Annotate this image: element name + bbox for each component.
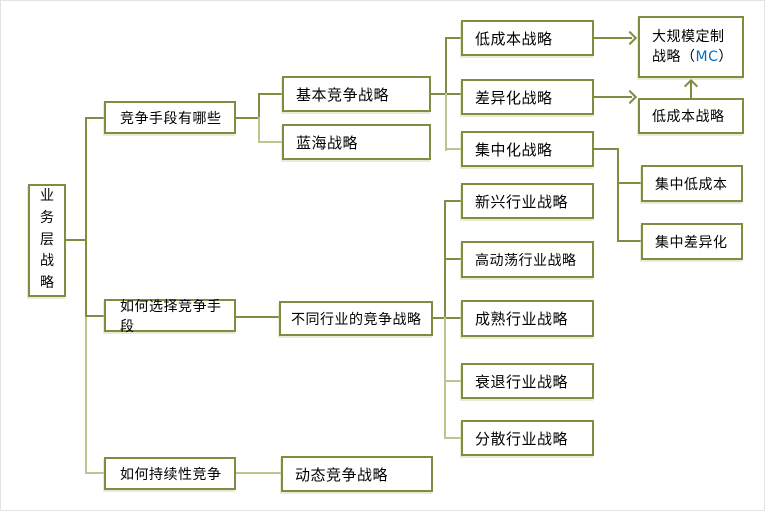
node-label: 如何持续性竞争 [120,466,222,483]
connector-line [66,239,86,241]
node-choose-competition-means[interactable]: 如何选择竞争手段 [104,299,236,335]
node-label-mc: MC [695,49,719,65]
connector-line [258,117,260,143]
node-label: 成熟行业战略 [475,310,569,328]
connector-line [444,200,461,202]
node-label-line1: 大规模定制 [652,28,725,45]
connector-line [444,437,461,439]
node-focus-differentiation[interactable]: 集中差异化 [641,223,743,260]
connector-line [617,148,619,242]
connector-line [85,317,87,474]
node-label: 集中差异化 [655,234,728,251]
connector-line [86,315,104,317]
connector-line [617,182,641,184]
node-mass-customization-strategy[interactable]: 大规模定制 战略（MC） [638,16,744,78]
connector-line [236,316,279,318]
node-industry-competitive-strategies[interactable]: 不同行业的竞争战略 [279,301,433,336]
node-mature-industry-strategy[interactable]: 成熟行业战略 [461,300,594,337]
arrowhead-up-icon [683,78,699,94]
connector-line [617,240,641,242]
node-label: 集中化战略 [475,140,553,159]
node-low-cost-strategy-secondary[interactable]: 低成本战略 [638,98,744,134]
node-fragmented-industry-strategy[interactable]: 分散行业战略 [461,420,594,456]
node-label: 动态竞争战略 [295,465,389,484]
connector-line [433,317,461,319]
node-competition-means[interactable]: 竞争手段有哪些 [104,101,236,134]
connector-line [594,148,619,150]
node-dynamic-competition-strategy[interactable]: 动态竞争战略 [281,456,433,492]
node-differentiation-strategy[interactable]: 差异化战略 [461,79,594,115]
connector-line [444,380,461,382]
arrow-line [594,37,632,39]
connector-line [444,317,446,439]
connector-line [86,117,104,119]
node-label: 集中低成本 [655,176,728,193]
node-turbulent-industry-strategy[interactable]: 高动荡行业战略 [461,241,594,278]
connector-line [258,141,282,143]
node-label: 如何选择竞争手段 [120,298,222,335]
node-label: 高动荡行业战略 [475,252,577,269]
node-low-cost-strategy[interactable]: 低成本战略 [461,20,594,56]
node-label: 业务层战略 [40,188,55,292]
arrow-line [594,96,632,98]
connector-line [236,472,281,474]
connector-line [445,37,447,95]
node-label: 不同行业的竞争战略 [291,311,422,328]
node-basic-competitive-strategy[interactable]: 基本竞争战略 [282,76,431,112]
connector-line [444,258,461,260]
arrow-line [690,82,692,98]
node-focus-strategy[interactable]: 集中化战略 [461,131,594,167]
node-label: 衰退行业战略 [475,372,569,391]
connector-line [258,93,282,95]
connector-line [85,117,87,317]
node-label: 竞争手段有哪些 [120,110,222,127]
connector-line [258,93,260,119]
node-label: 差异化战略 [475,88,553,107]
arrowhead-right-icon [622,89,638,105]
node-business-level-strategy[interactable]: 业务层战略 [28,184,66,297]
connector-line [236,117,259,119]
connector-line [445,148,461,150]
node-emerging-industry-strategy[interactable]: 新兴行业战略 [461,183,594,219]
arrowhead-right-icon [622,30,638,46]
node-label: 低成本战略 [652,109,725,125]
connector-line [445,37,461,39]
node-label-text: 战略（ [652,49,696,65]
node-focus-low-cost[interactable]: 集中低成本 [641,165,743,202]
node-label: 低成本战略 [475,29,553,48]
node-declining-industry-strategy[interactable]: 衰退行业战略 [461,363,594,399]
node-label-text: ） [718,49,733,65]
node-label: 分散行业战略 [475,429,569,448]
node-sustainable-competition[interactable]: 如何持续性竞争 [104,457,236,490]
connector-line [86,472,104,474]
connector-line [445,93,447,151]
node-label-line2: 战略（MC） [652,47,733,67]
node-label: 基本竞争战略 [296,85,390,104]
node-label: 蓝海战略 [296,133,359,152]
node-blue-ocean-strategy[interactable]: 蓝海战略 [282,124,431,160]
node-label: 新兴行业战略 [475,192,569,211]
